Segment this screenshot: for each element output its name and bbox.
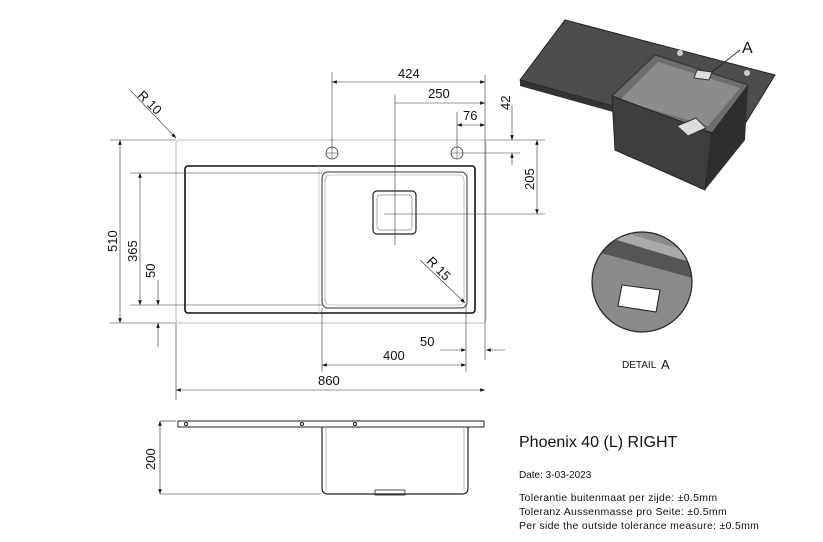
detail-label-letter: A: [661, 357, 670, 372]
dimension-labels: 424 250 76 42 205 510 365 50 50 400 860 …: [105, 66, 537, 470]
dim-424: 424: [398, 66, 420, 81]
dim-510: 510: [105, 230, 120, 252]
drain-outline: [372, 190, 417, 235]
dim-400: 400: [383, 348, 405, 363]
dim-860: 860: [318, 373, 340, 388]
tolerance-nl: Tolerantie buitenmaat per zijde: ±0.5mm: [519, 492, 718, 504]
dim-50-left: 50: [143, 264, 158, 278]
dim-50-bottom: 50: [420, 334, 434, 349]
tolerance-en: Per side the outside tolerance measure: …: [519, 520, 760, 532]
radius-r10: R 10: [135, 88, 165, 118]
dim-200: 200: [143, 448, 158, 470]
dim-250: 250: [428, 86, 450, 101]
dim-42: 42: [498, 96, 513, 110]
dimension-lines: [110, 72, 545, 400]
detail-a-view: DETAIL A: [591, 231, 693, 372]
drawing-date: Date: 3-03-2023: [519, 470, 592, 481]
radius-r15: R 15: [424, 254, 454, 284]
bowl-outline: [321, 171, 468, 309]
dim-365: 365: [125, 240, 140, 262]
product-title: Phoenix 40 (L) RIGHT: [519, 434, 678, 451]
outer-outline: [175, 139, 487, 324]
dim-205: 205: [522, 168, 537, 190]
side-view: [158, 420, 485, 496]
sink-body-outline: [184, 165, 476, 314]
detail-marker: A: [742, 40, 753, 57]
dim-76: 76: [463, 108, 477, 123]
tolerance-de: Toleranz Aussenmasse pro Seite: ±0.5mm: [519, 506, 728, 518]
detail-label-prefix: DETAIL: [622, 360, 657, 371]
isometric-view: A: [519, 19, 776, 191]
top-view: [175, 139, 487, 324]
